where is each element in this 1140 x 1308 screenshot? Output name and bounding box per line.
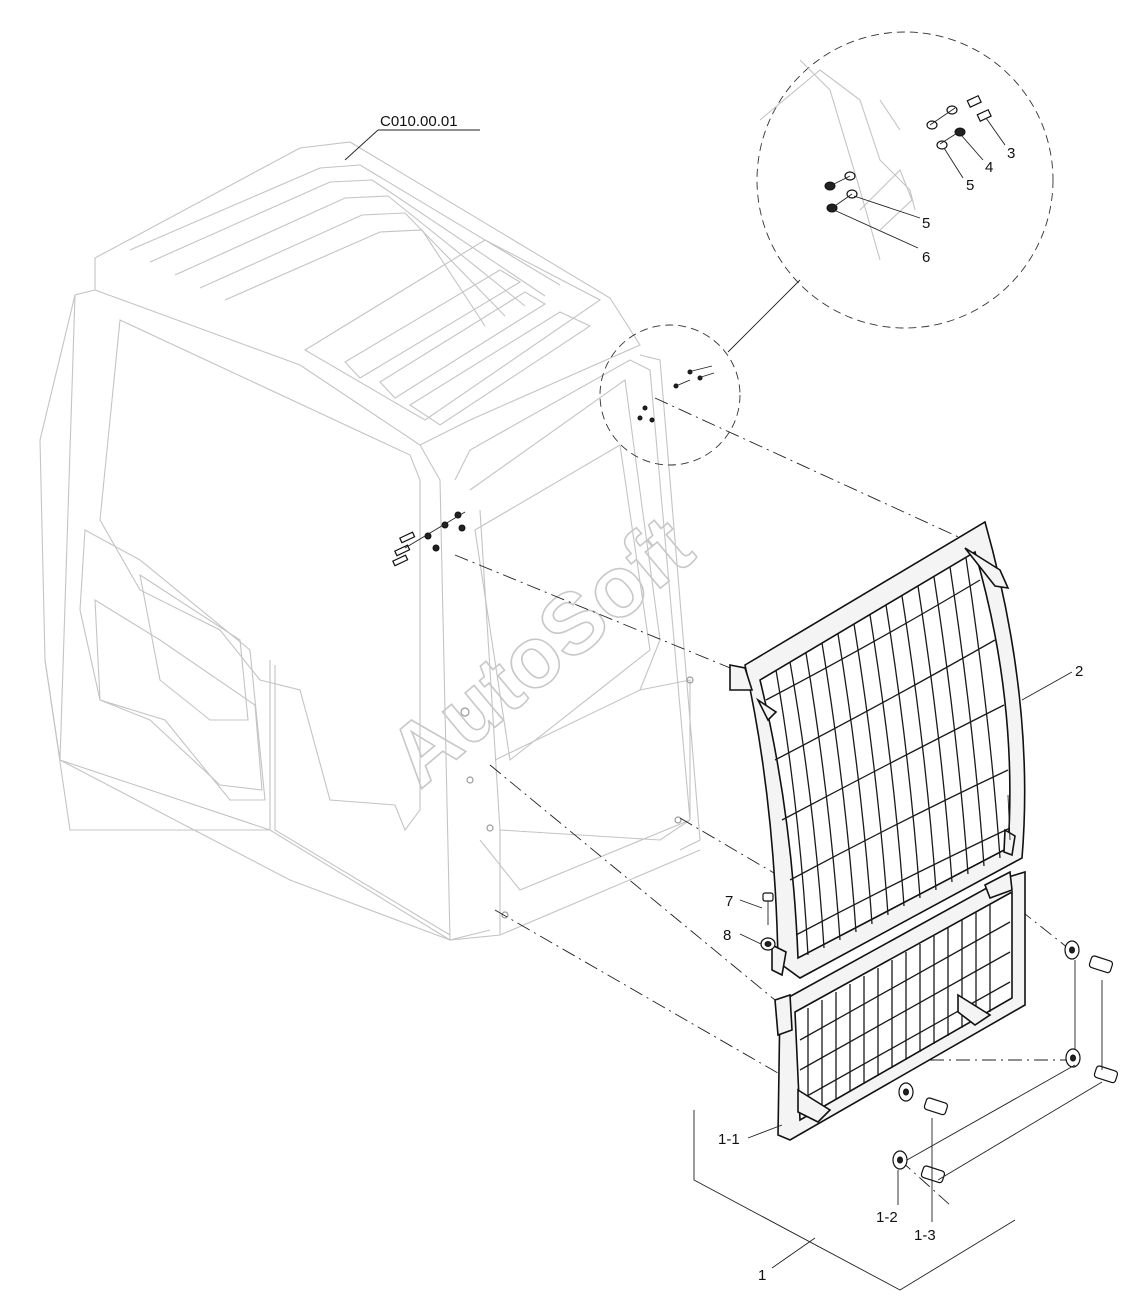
watermark: AutoSoft <box>371 498 711 805</box>
callout-3: 3 <box>1007 145 1015 162</box>
callout-8: 8 <box>723 927 731 944</box>
upper-grid-screen <box>729 520 1026 979</box>
cab-body <box>39 141 701 941</box>
callout-7: 7 <box>725 893 733 910</box>
callout-5-lower: 5 <box>922 215 930 232</box>
callout-1: 1 <box>758 1267 766 1284</box>
callout-1-2: 1-2 <box>876 1209 898 1226</box>
callout-4: 4 <box>985 159 993 176</box>
callout-5-upper: 5 <box>966 177 974 194</box>
detail-view <box>599 31 1054 466</box>
small-circle-hardware <box>637 365 715 423</box>
callout-1-1: 1-1 <box>718 1131 740 1148</box>
callout-1-3: 1-3 <box>914 1227 936 1244</box>
callout-2: 2 <box>1075 663 1083 680</box>
detail-hardware <box>824 94 992 213</box>
lower-grid-screen <box>774 870 1026 1141</box>
reference-label: C010.00.01 <box>380 113 458 130</box>
callout-6: 6 <box>922 249 930 266</box>
leader-lines <box>344 117 1103 1291</box>
